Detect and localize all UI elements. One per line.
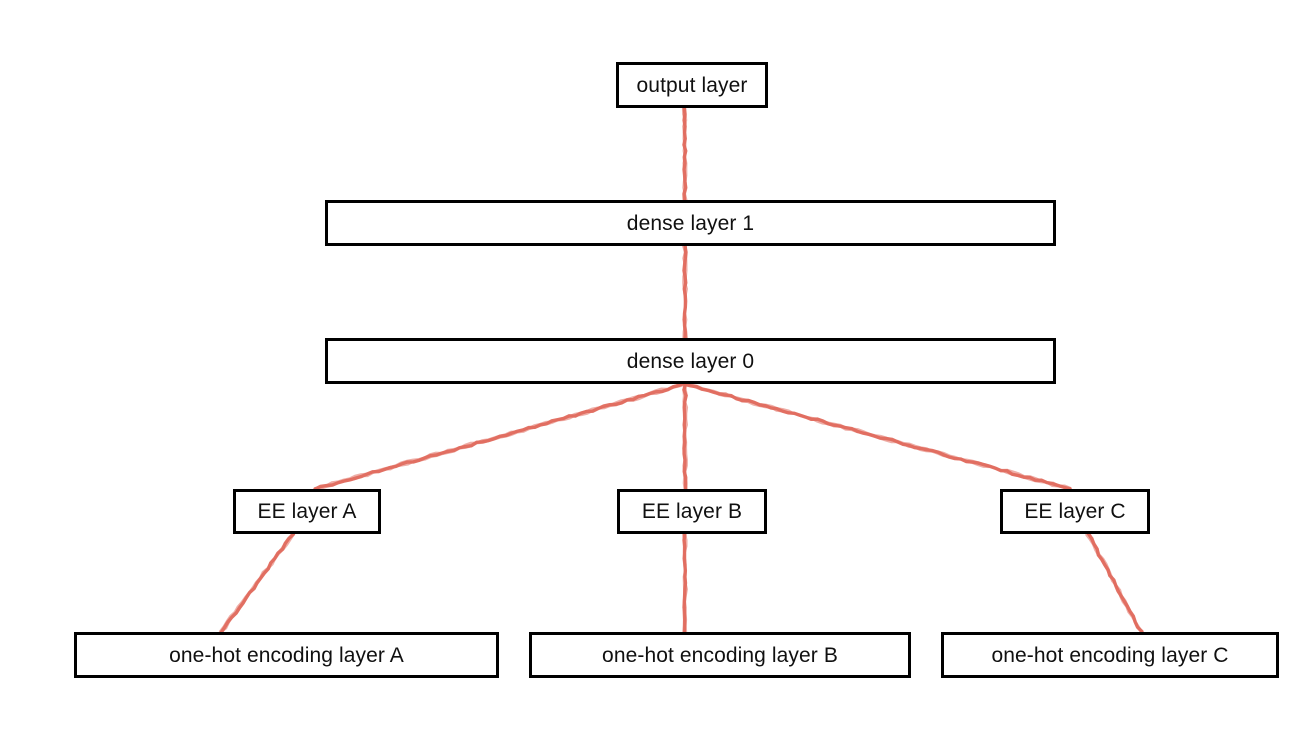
node-label: EE layer B: [641, 500, 743, 523]
node-label: one-hot encoding layer A: [169, 643, 404, 667]
node-ee-layer-b[interactable]: EE layer B: [617, 489, 767, 534]
edge-ee-c-to-dense0: [683, 381, 1072, 492]
node-label: dense layer 0: [626, 349, 755, 373]
node-label: EE layer A: [257, 500, 357, 523]
node-label: one-hot encoding layer C: [991, 643, 1229, 667]
node-label: EE layer C: [1024, 500, 1126, 523]
edge-ee-b-to-dense0: [682, 382, 689, 491]
node-one-hot-encoding-layer-c[interactable]: one-hot encoding layer C: [941, 632, 1279, 678]
node-output-layer[interactable]: output layer: [616, 62, 768, 108]
node-ee-layer-a[interactable]: EE layer A: [233, 489, 381, 534]
edge-ee-a-to-dense0: [313, 381, 687, 492]
node-dense-layer-1[interactable]: dense layer 1: [325, 200, 1056, 246]
node-one-hot-encoding-layer-b[interactable]: one-hot encoding layer B: [529, 632, 911, 678]
edge-onehot-b-to-ee-b: [682, 532, 688, 634]
edge-dense1-to-output: [681, 106, 688, 202]
edge-onehot-c-to-ee-c: [1085, 531, 1144, 634]
edge-dense0-to-dense1: [682, 244, 689, 340]
node-label: output layer: [636, 73, 748, 97]
node-ee-layer-c[interactable]: EE layer C: [1000, 489, 1150, 534]
node-label: one-hot encoding layer B: [602, 643, 838, 667]
edge-onehot-a-to-ee-a: [218, 532, 296, 634]
node-dense-layer-0[interactable]: dense layer 0: [325, 338, 1056, 384]
node-label: dense layer 1: [626, 211, 755, 235]
node-one-hot-encoding-layer-a[interactable]: one-hot encoding layer A: [74, 632, 499, 678]
